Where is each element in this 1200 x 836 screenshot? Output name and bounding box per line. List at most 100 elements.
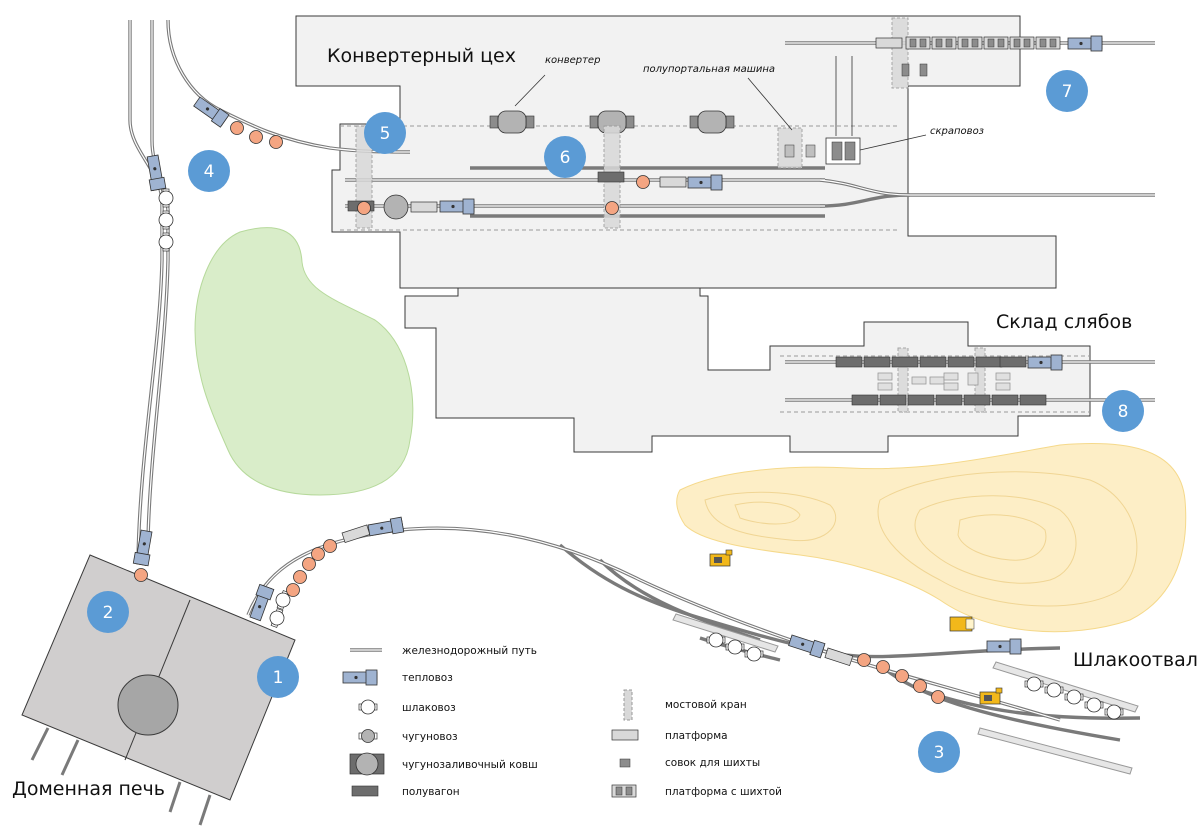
hot-metal-car bbox=[931, 690, 945, 704]
label-converter: конвертер bbox=[545, 55, 600, 66]
legend-gondola: полувагон bbox=[351, 785, 460, 798]
green-area bbox=[194, 227, 414, 496]
hot-metal-car bbox=[269, 135, 283, 149]
legend-slag-car: шлаковоз bbox=[358, 699, 456, 715]
hot-metal-car bbox=[876, 660, 890, 674]
gondola bbox=[947, 356, 975, 368]
hot-metal-car bbox=[605, 201, 619, 215]
hot-metal-car bbox=[302, 557, 316, 571]
charge-platform bbox=[983, 36, 1009, 50]
svg-text:железнодорожный путь: железнодорожный путь bbox=[402, 645, 537, 657]
svg-text:платформа: платформа bbox=[665, 730, 728, 742]
svg-text:4: 4 bbox=[204, 162, 215, 182]
label-slag-dump: Шлакоотвал bbox=[1073, 649, 1198, 671]
platform bbox=[659, 176, 687, 188]
label-converter-shop: Конвертерный цех bbox=[327, 45, 516, 67]
platform bbox=[410, 201, 438, 213]
legend-rail-track: железнодорожный путь bbox=[350, 645, 537, 657]
hot-metal-car bbox=[293, 570, 307, 584]
ladle bbox=[636, 175, 650, 189]
svg-text:6: 6 bbox=[560, 148, 571, 168]
gondola bbox=[999, 356, 1027, 368]
gondola bbox=[863, 356, 891, 368]
svg-text:совок для шихты: совок для шихты bbox=[665, 757, 760, 769]
marker-4: 4 bbox=[188, 150, 230, 192]
svg-text:шлаковоз: шлаковоз bbox=[402, 702, 456, 714]
marker-5: 5 bbox=[364, 112, 406, 154]
legend-locomotive: тепловоз bbox=[342, 669, 453, 686]
locomotive-track8 bbox=[1027, 354, 1063, 371]
gondola bbox=[597, 171, 625, 183]
svg-text:тепловоз: тепловоз bbox=[402, 672, 453, 684]
legend-charge-platform: платформа с шихтой bbox=[611, 784, 782, 798]
locomotive-track7 bbox=[1067, 35, 1103, 52]
marker-8: 8 bbox=[1102, 390, 1144, 432]
platform bbox=[824, 647, 854, 666]
gondola bbox=[991, 394, 1019, 406]
legend-charge-scoop: совок для шихты bbox=[619, 757, 760, 769]
gondola bbox=[879, 394, 907, 406]
platform bbox=[875, 37, 903, 49]
charge-platform bbox=[1009, 36, 1035, 50]
gondola bbox=[891, 356, 919, 368]
hot-metal-car bbox=[895, 669, 909, 683]
locomotive-shop bbox=[687, 174, 723, 191]
svg-text:3: 3 bbox=[934, 743, 945, 763]
svg-text:5: 5 bbox=[380, 124, 391, 144]
svg-text:8: 8 bbox=[1118, 402, 1129, 422]
hot-metal-car bbox=[311, 547, 325, 561]
locomotive-track-left bbox=[144, 154, 167, 192]
slag-platform-left bbox=[672, 613, 1139, 775]
gondola bbox=[851, 394, 879, 406]
svg-text:1: 1 bbox=[273, 668, 284, 688]
slag-car bbox=[266, 606, 288, 630]
marker-2: 2 bbox=[87, 591, 129, 633]
callout-lines bbox=[514, 56, 927, 151]
legend-hot-metal-car: чугуновоз bbox=[358, 729, 458, 743]
slag-dump-area bbox=[676, 443, 1187, 633]
slab-warehouse-building bbox=[404, 287, 1091, 453]
hot-metal-car bbox=[230, 121, 244, 135]
gondola bbox=[907, 394, 935, 406]
locomotive-track1 bbox=[367, 516, 405, 539]
svg-text:полувагон: полувагон bbox=[402, 786, 460, 798]
gondola bbox=[963, 394, 991, 406]
charge-platform bbox=[905, 36, 931, 50]
gondola bbox=[835, 356, 863, 368]
hot-metal-car bbox=[857, 653, 871, 667]
ladle bbox=[357, 201, 371, 215]
svg-text:чугуновоз: чугуновоз bbox=[402, 731, 458, 743]
svg-text:чугунозаливочный ковш: чугунозаливочный ковш bbox=[402, 759, 538, 771]
marker-7: 7 bbox=[1046, 70, 1088, 112]
locomotive-slag-dump bbox=[986, 638, 1022, 655]
bulldozer bbox=[949, 616, 975, 632]
hot-metal-car bbox=[249, 130, 263, 144]
charge-platform bbox=[957, 36, 983, 50]
excavator bbox=[709, 549, 733, 567]
marker-6: 6 bbox=[544, 136, 586, 178]
svg-text:7: 7 bbox=[1062, 82, 1073, 102]
gondola bbox=[975, 356, 1003, 368]
svg-text:2: 2 bbox=[103, 603, 114, 623]
svg-text:мостовой кран: мостовой кран bbox=[665, 699, 747, 711]
charge-platform bbox=[1035, 36, 1061, 50]
label-slab-warehouse: Склад слябов bbox=[996, 311, 1132, 333]
semi-gantry-machine bbox=[784, 144, 816, 158]
charge-scoops bbox=[901, 63, 928, 77]
label-blast-furnace: Доменная печь bbox=[12, 778, 165, 800]
marker-3: 3 bbox=[918, 731, 960, 773]
hot-metal-car bbox=[323, 539, 337, 553]
ladle bbox=[383, 194, 409, 220]
gondola bbox=[1019, 394, 1047, 406]
locomotive-track3 bbox=[787, 632, 826, 659]
svg-text:платформа с шихтой: платформа с шихтой bbox=[665, 786, 782, 798]
legend-ladle: чугунозаливочный ковш bbox=[349, 752, 538, 776]
gondola bbox=[935, 394, 963, 406]
excavator bbox=[979, 687, 1003, 705]
label-scrap-carrier: скраповоз bbox=[930, 126, 984, 137]
marker-1: 1 bbox=[257, 656, 299, 698]
locomotive-shop bbox=[439, 198, 475, 215]
locomotive-track4 bbox=[192, 94, 230, 128]
